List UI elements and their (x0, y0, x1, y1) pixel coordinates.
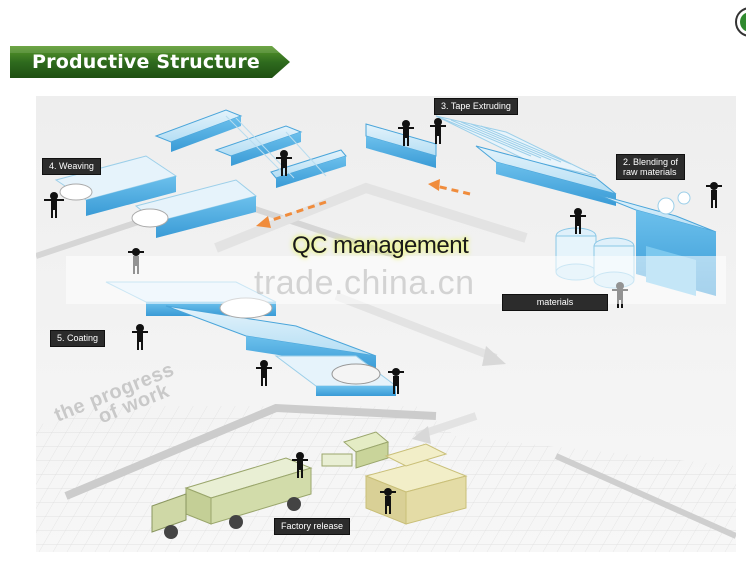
section-banner: Productive Structure (10, 44, 292, 80)
lower-platform-edge (64, 403, 437, 500)
worker-figure (132, 324, 148, 350)
right-platform-edge (554, 453, 736, 539)
label-coating: 5. Coating (50, 330, 106, 347)
haze-band (66, 256, 726, 304)
label-blending: 2. Blending of raw materials (616, 154, 686, 180)
label-weaving: 4. Weaving (42, 158, 101, 175)
weaving-looms (54, 109, 347, 238)
delivery-truck (151, 457, 313, 539)
worker-figure (388, 368, 404, 394)
corner-decoration (735, 7, 746, 37)
worker-figure (430, 118, 446, 144)
worker-figure (398, 120, 414, 146)
worker-figure (44, 192, 64, 218)
worker-figure (276, 150, 292, 176)
worker-figure (256, 360, 272, 386)
worker-figure (570, 208, 586, 234)
worker-figure (380, 488, 396, 514)
qc-management-text: QC management (292, 232, 469, 259)
workers (44, 118, 722, 514)
flow-arrows (214, 179, 528, 444)
label-factory-release: Factory release (274, 518, 351, 535)
worker-figure (706, 182, 722, 208)
banner-arrow-shape (10, 46, 290, 78)
label-tape-extruding: 3. Tape Extruding (434, 98, 518, 115)
label-blending-line2: raw materials (623, 167, 677, 177)
banner-title: Productive Structure (32, 51, 261, 73)
forklift (321, 431, 390, 469)
worker-figure (292, 452, 308, 478)
tape-extruding-machine (365, 115, 617, 206)
label-materials: materials (502, 294, 608, 311)
watermark-text: trade.china.cn (254, 264, 475, 302)
label-blending-line1: 2. Blending of (623, 157, 679, 167)
factory-diagram (36, 96, 736, 552)
